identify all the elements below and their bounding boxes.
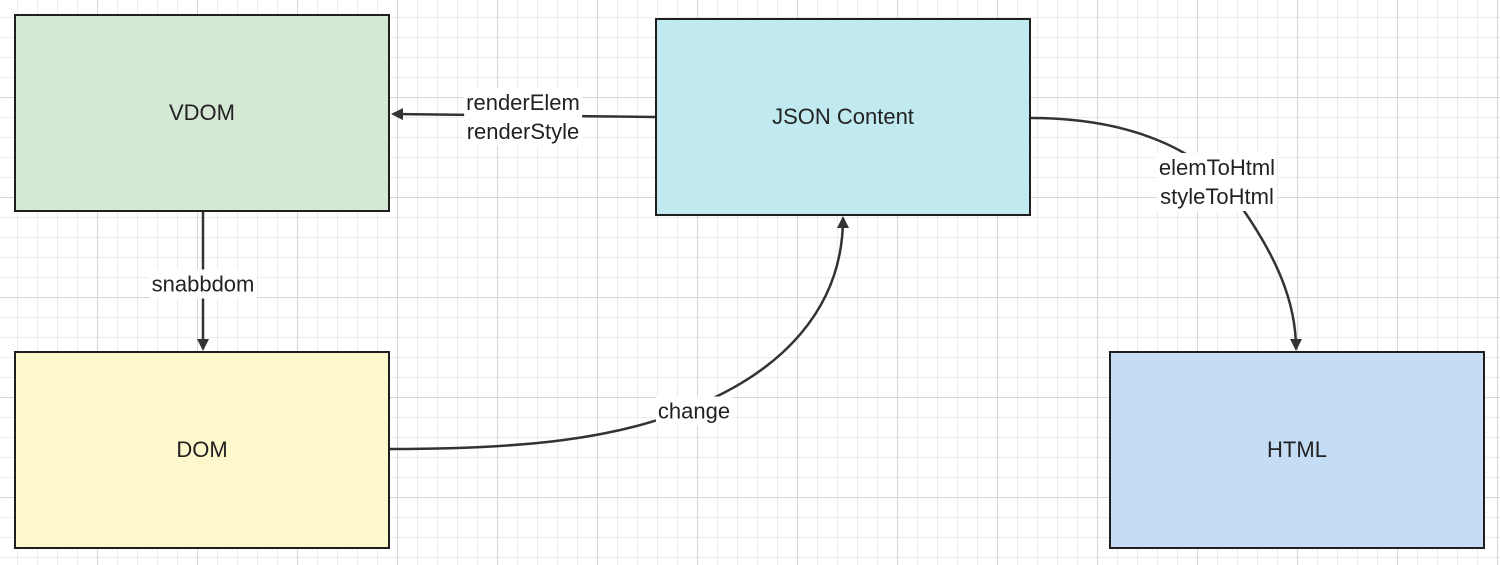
dom-node-label: DOM [176,437,228,462]
html-node[interactable]: HTML [1109,351,1485,549]
edge-label-snabbdom-text: snabbdom [151,271,255,297]
json-content-node[interactable]: JSON Content [655,18,1031,216]
edge-label-style-to-html: styleToHtml [1160,184,1274,209]
edge-label-render-elem: renderElem [466,90,580,115]
edge-label-change-text: change [657,398,731,424]
edge-dom-to-json [389,216,849,451]
edge-label-render-style: renderStyle [466,119,580,144]
edge-label-render: renderElem renderStyle [464,88,582,146]
vdom-node-label: VDOM [169,100,235,125]
dom-node[interactable]: DOM [14,351,390,549]
vdom-node[interactable]: VDOM [14,14,390,212]
json-content-node-label: JSON Content [772,104,914,129]
edge-label-snabbdom: snabbdom [149,269,257,299]
html-node-label: HTML [1267,437,1327,462]
edge-label-elem-to-html: elemToHtml [1158,155,1276,180]
edge-label-change: change [655,396,733,426]
edge-label-to-html: elemToHtml styleToHtml [1156,153,1278,211]
